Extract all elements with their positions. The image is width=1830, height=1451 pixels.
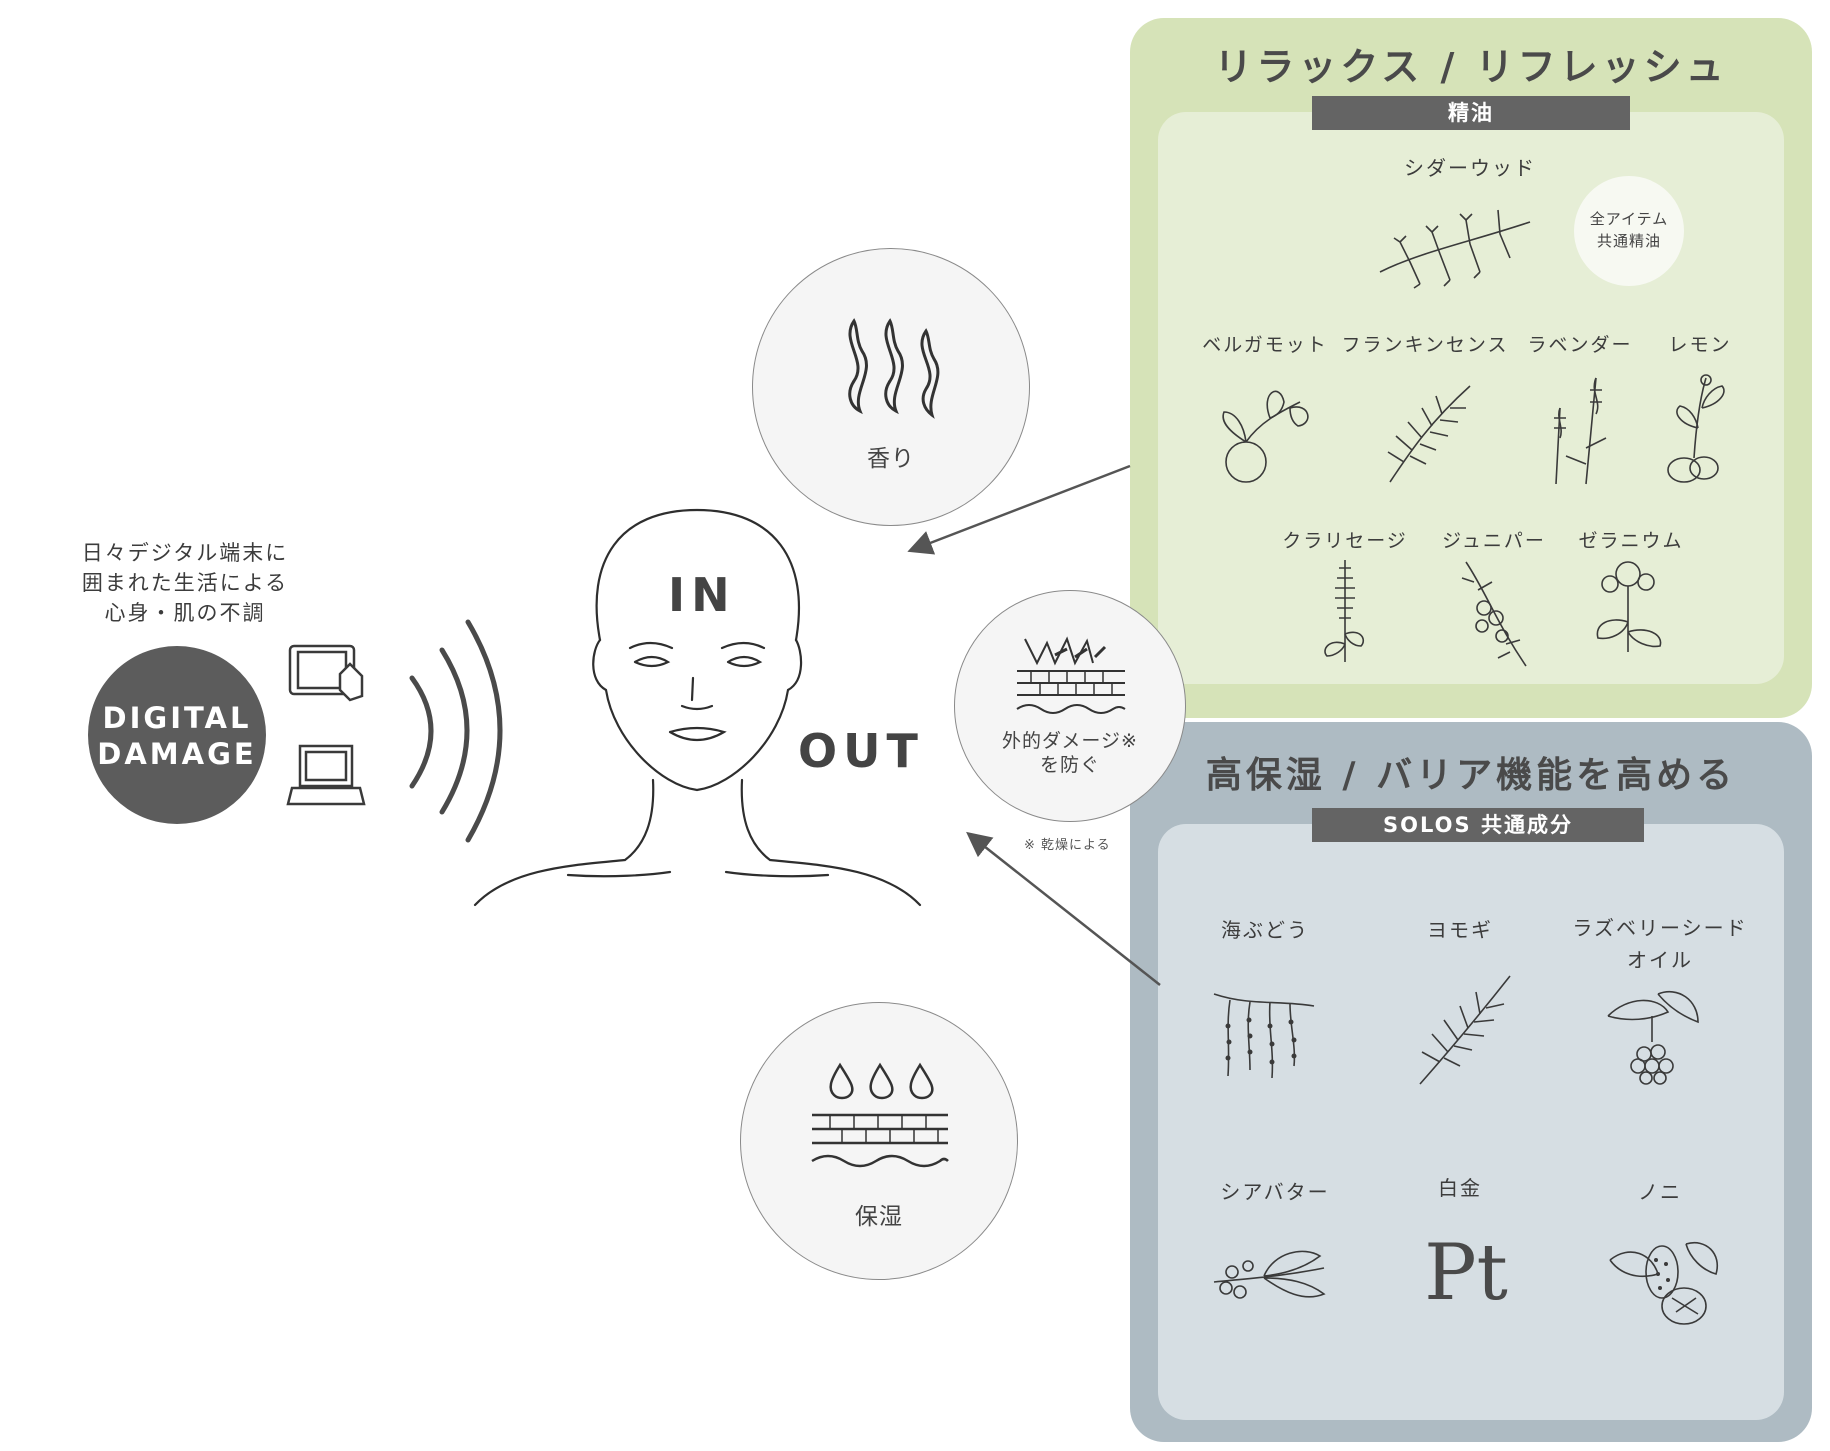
ingredient-label-sea-grapes: 海ぶどう xyxy=(1221,918,1309,942)
ingredient-label-lemon: レモン xyxy=(1668,334,1732,356)
lemon-illustration xyxy=(1667,374,1725,483)
person-illustration xyxy=(473,508,922,907)
ingredient-label-lavender: ラベンダー xyxy=(1527,334,1633,356)
raspberry-label-line: オイル xyxy=(1627,948,1693,972)
arrow-relax-to-in xyxy=(907,464,1131,555)
aroma-circle: 香り xyxy=(752,248,1030,526)
ingredient-label-frankincense: フランキンセンス xyxy=(1341,334,1509,356)
skin-barrier-icon xyxy=(1016,636,1126,714)
laptop-icon xyxy=(286,744,366,806)
caption-line: 心身・肌の不調 xyxy=(104,601,266,625)
relax-title: リラックス / リフレッシュ xyxy=(1214,45,1728,89)
juniper-illustration xyxy=(1461,561,1527,667)
platinum-symbol: Pt xyxy=(1424,1228,1508,1318)
noni-illustration xyxy=(1609,1241,1719,1325)
digital-damage-badge: DIGITAL DAMAGE xyxy=(88,646,266,824)
signal-waves-icon xyxy=(409,619,503,843)
ingredient-label-bergamot: ベルガモット xyxy=(1202,334,1328,356)
cedarwood-illustration xyxy=(1379,209,1531,289)
caption-line: 囲まれた生活による xyxy=(81,571,289,595)
clary-sage-illustration xyxy=(1324,560,1365,662)
in-label: IN xyxy=(668,568,736,622)
tablet-icon xyxy=(288,644,364,702)
lavender-illustration xyxy=(1554,377,1607,485)
moisture-label: 保湿 xyxy=(855,1204,903,1230)
aroma-label: 香り xyxy=(867,446,915,472)
ingredient-label-geranium: ゼラニウム xyxy=(1578,530,1684,552)
ingredient-label-juniper: ジュニパー xyxy=(1442,530,1546,552)
ingredient-label-platinum: 白金 xyxy=(1438,1176,1482,1200)
ingredient-label-shea-butter: シアバター xyxy=(1220,1180,1330,1204)
moist-title: 高保湿 / バリア機能を高める xyxy=(1205,755,1737,796)
common-oil-badge: 全アイテム 共通精油 xyxy=(1574,176,1684,286)
ingredient-label-cedarwood: シダーウッド xyxy=(1404,156,1536,180)
bergamot-illustration xyxy=(1222,390,1309,483)
ingredient-label-mugwort: ヨモギ xyxy=(1427,918,1493,942)
mugwort-illustration xyxy=(1419,975,1511,1085)
ingredient-label-noni: ノニ xyxy=(1638,1180,1682,1204)
barrier-note: ※ 乾燥による xyxy=(1024,838,1111,853)
steam-icon xyxy=(848,318,940,419)
moisture-circle: 保湿 xyxy=(740,1002,1018,1280)
arrow-moist-to-out xyxy=(966,831,1161,986)
ingredient-label-raspberry-seed-oil: ラズベリーシード オイル xyxy=(1560,912,1760,976)
raspberry-illustration xyxy=(1607,990,1699,1085)
common-oil-line: 全アイテム xyxy=(1589,210,1669,228)
caption-line: 日々デジタル端末に xyxy=(81,541,289,565)
barrier-circle: 外的ダメージ※ を防ぐ xyxy=(954,590,1186,822)
relax-inner-panel xyxy=(1158,112,1784,684)
moist-inner-panel xyxy=(1158,824,1784,1420)
moisture-skin-icon xyxy=(811,1062,949,1168)
barrier-label: 外的ダメージ※ を防ぐ xyxy=(955,729,1185,777)
moist-tag: SOLOS 共通成分 xyxy=(1312,808,1644,842)
badge-line: DAMAGE xyxy=(97,737,257,771)
ingredient-label-clary-sage: クラリセージ xyxy=(1282,530,1408,552)
barrier-label-line: 外的ダメージ※ xyxy=(1002,730,1138,752)
common-oil-line: 共通精油 xyxy=(1596,232,1661,250)
out-label: OUT xyxy=(798,724,924,778)
badge-line: DIGITAL xyxy=(102,701,252,735)
raspberry-label-line: ラズベリーシード xyxy=(1572,916,1748,940)
barrier-label-line: を防ぐ xyxy=(1039,754,1100,776)
sea-grapes-illustration xyxy=(1213,993,1315,1079)
frankincense-illustration xyxy=(1387,385,1471,483)
digital-caption: 日々デジタル端末に 囲まれた生活による 心身・肌の不調 xyxy=(60,538,310,628)
relax-tag: 精油 xyxy=(1312,96,1630,130)
shea-butter-illustration xyxy=(1213,1250,1326,1299)
geranium-illustration xyxy=(1596,561,1662,652)
